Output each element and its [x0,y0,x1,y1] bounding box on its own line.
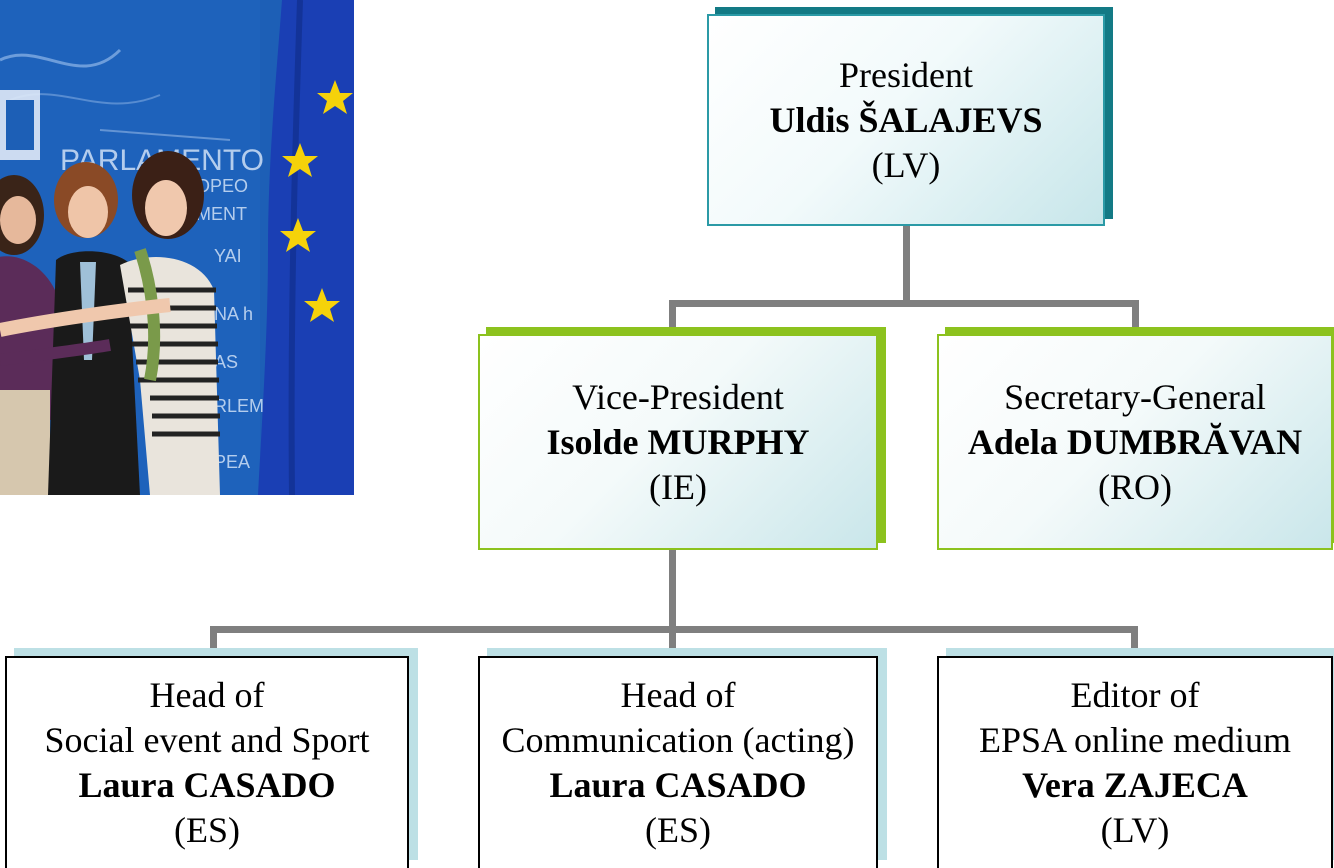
editor-box: Editor of EPSA online medium Vera ZAJECA… [937,656,1333,868]
flag-star-icon [280,80,353,322]
person-name: Vera ZAJECA [1022,765,1248,805]
connector-vice-president-down [669,550,676,656]
role-label: Social event and Sport [44,720,370,760]
country-code: (LV) [1100,810,1170,850]
connector-to-secretary-general [1132,300,1139,334]
role-label: President [839,54,973,95]
vice-president-box: Vice-President Isolde MURPHY (IE) [478,334,878,550]
country-code: (ES) [174,810,240,850]
president-box: President Uldis ŠALAJEVS (LV) [707,14,1105,226]
country-code: (RO) [1098,466,1172,507]
people [0,151,220,495]
person-name: Uldis ŠALAJEVS [769,99,1043,140]
person-name: Isolde MURPHY [546,421,810,462]
group-photo: PARLAMENTO E OPEO MENT YAI NA h AS RLEM … [0,0,354,495]
group-photo-illustration: PARLAMENTO E OPEO MENT YAI NA h AS RLEM … [0,0,354,495]
person-name: Laura CASADO [549,765,807,805]
connector-to-editor [1131,626,1138,656]
wall-text: YAI [214,246,242,266]
wall-text: MENT [196,204,247,224]
role-label: EPSA online medium [978,720,1291,760]
role-label: Secretary-General [1004,376,1266,417]
role-label: Communication (acting) [501,720,855,760]
secretary-general-box: Secretary-General Adela DUMBRĂVAN (RO) [937,334,1333,550]
country-code: (ES) [645,810,711,850]
wall-text: OPEO [196,176,248,196]
wall-text: NA h [214,304,253,324]
wall-text: AS [214,352,238,372]
person-name: Adela DUMBRĂVAN [967,421,1303,462]
person-name: Laura CASADO [78,765,336,805]
communication-box: Head of Communication (acting) Laura CAS… [478,656,878,868]
connector-to-social-sport [210,626,217,656]
connector-level2-horizontal [210,626,1138,633]
role-label: Head of [149,675,265,715]
social-sport-box: Head of Social event and Sport Laura CAS… [5,656,409,868]
country-code: (LV) [871,144,941,185]
wall-text: RLEM [214,396,264,416]
connector-level1-horizontal [669,300,1139,307]
role-label: Head of [620,675,736,715]
role-label: Editor of [1070,675,1200,715]
wall-text: PEA [214,452,250,472]
country-code: (IE) [649,466,707,507]
role-label: Vice-President [572,376,784,417]
connector-to-vice-president [669,300,676,334]
connector-president-down [903,226,910,306]
